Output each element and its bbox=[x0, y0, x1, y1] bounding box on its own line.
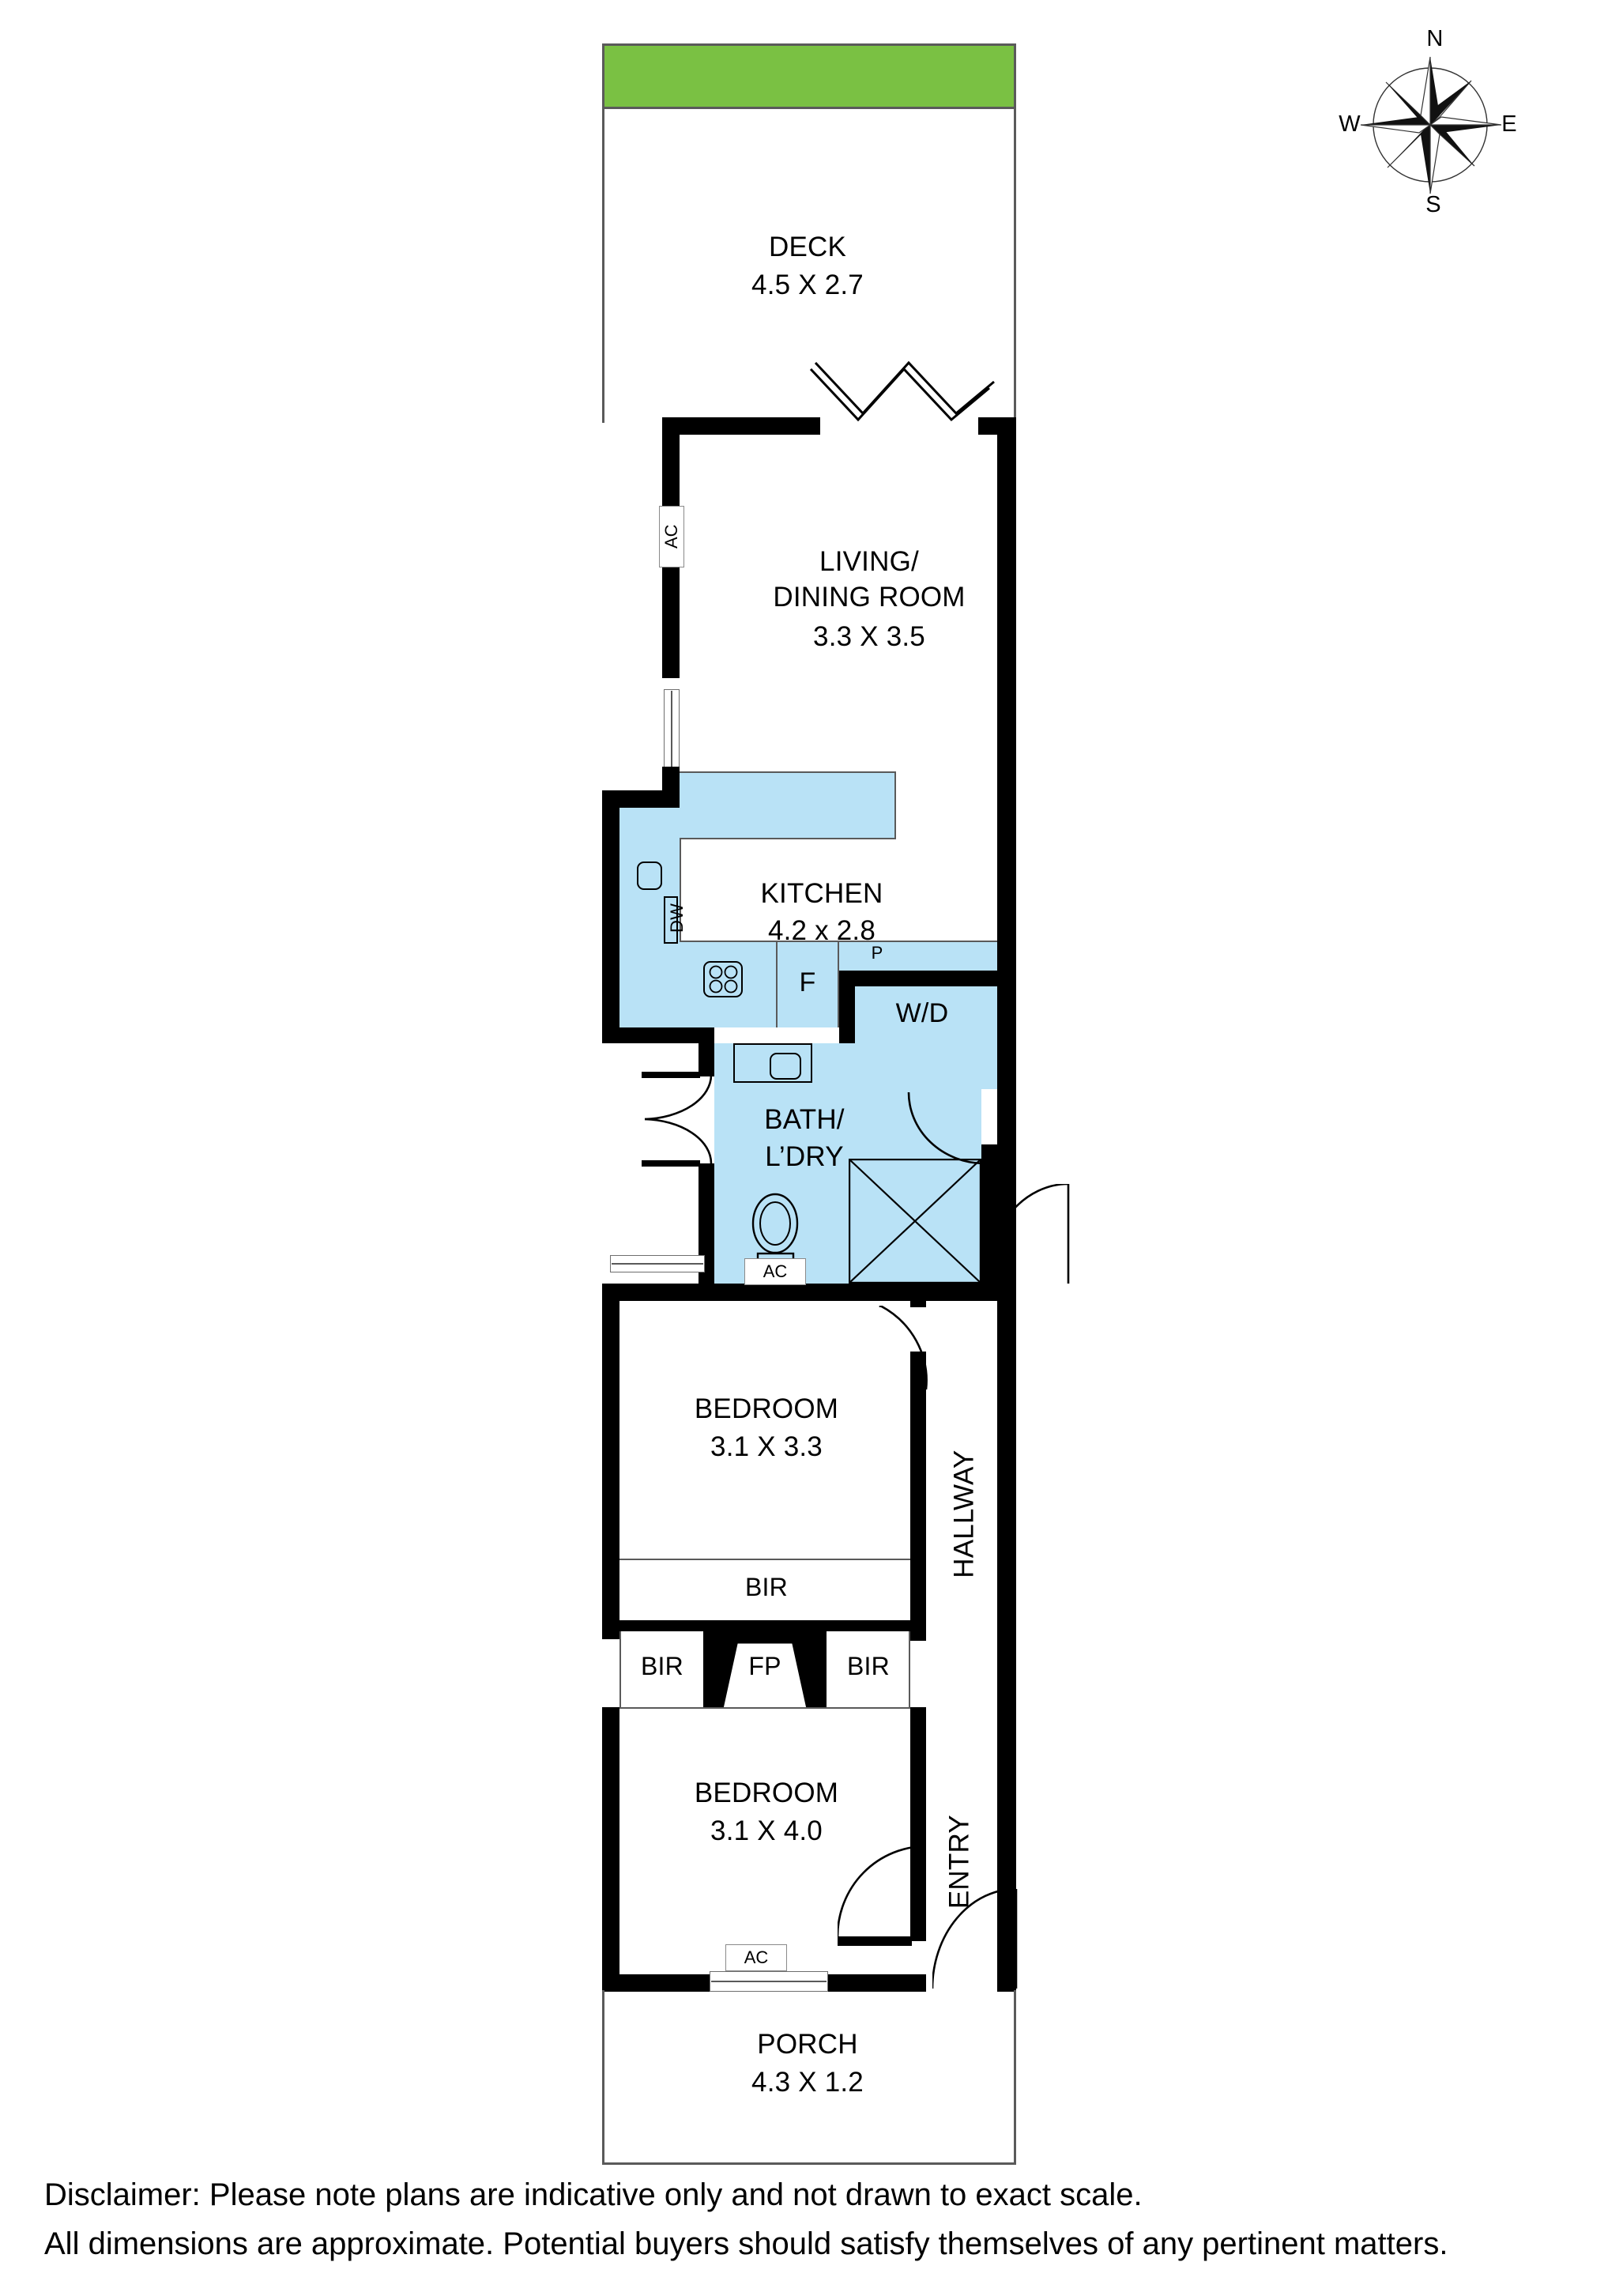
fridge-divider-right bbox=[838, 941, 839, 1027]
bir-1-divider bbox=[619, 1559, 910, 1560]
window-bedroom2-mullion bbox=[711, 1981, 827, 1982]
bedroom1-dims: 3.1 X 3.3 bbox=[710, 1431, 823, 1462]
ac-chip-bedroom2: AC bbox=[725, 1944, 787, 1971]
front-door-icon[interactable] bbox=[932, 1889, 1019, 1992]
cooktop-burners-icon bbox=[709, 965, 738, 993]
bedroom2-door-icon[interactable] bbox=[838, 1846, 929, 1940]
disclaimer-line-1: Disclaimer: Please note plans are indica… bbox=[44, 2177, 1143, 2212]
wall-kitchen-left bbox=[602, 790, 619, 1027]
exterior-wall-right bbox=[997, 417, 1016, 1990]
wall-bedroom2-left bbox=[602, 1707, 619, 1992]
compass-label-west: W bbox=[1339, 111, 1361, 137]
living-label-line2: DINING ROOM bbox=[773, 582, 966, 613]
shower-icon bbox=[849, 1159, 981, 1284]
porch-label: PORCH bbox=[757, 2029, 858, 2060]
exterior-wall-top-living bbox=[662, 417, 820, 435]
wall-bedroom2-hallway bbox=[910, 1707, 926, 1941]
living-label-line1: LIVING/ bbox=[819, 546, 919, 577]
living-dims: 3.3 X 3.5 bbox=[813, 621, 925, 652]
bir-strip-outline-right bbox=[909, 1631, 910, 1709]
dishwasher-outline bbox=[664, 896, 678, 944]
deck-outline-left bbox=[602, 43, 604, 423]
bedroom1-label: BEDROOM bbox=[694, 1393, 839, 1424]
bath-label-line1: BATH/ bbox=[764, 1104, 845, 1135]
wall-wd-top bbox=[839, 971, 997, 986]
kitchen-sink-icon bbox=[637, 861, 662, 890]
exterior-wall-top-right-stub bbox=[978, 417, 1016, 435]
compass-rose: N E S W bbox=[1335, 26, 1525, 221]
disclaimer-line-2: All dimensions are approximate. Potentia… bbox=[44, 2226, 1448, 2261]
hallway-door-icon[interactable] bbox=[986, 1184, 1073, 1287]
bedroom2-label: BEDROOM bbox=[694, 1778, 839, 1808]
wall-wd-left bbox=[839, 971, 855, 1046]
pantry-label: P bbox=[871, 943, 883, 963]
fireplace-label: FP bbox=[748, 1652, 781, 1680]
bath-door-left-icon[interactable] bbox=[642, 1075, 721, 1167]
bir-3-label: BIR bbox=[847, 1652, 890, 1680]
bifold-door-icon[interactable] bbox=[806, 360, 1004, 431]
porch-outline-bottom bbox=[602, 2162, 1016, 2165]
ac-chip-living: AC bbox=[659, 506, 684, 567]
fridge-divider-left bbox=[776, 941, 778, 1027]
bedroom1-door-icon[interactable] bbox=[836, 1306, 928, 1393]
wall-kitchen-connector bbox=[662, 767, 680, 808]
wd-label: W/D bbox=[895, 998, 949, 1028]
vanity-outline bbox=[733, 1043, 812, 1083]
deck-label: DECK bbox=[768, 232, 847, 262]
compass-label-south: S bbox=[1425, 192, 1441, 217]
wall-bath-top-left bbox=[602, 1027, 714, 1043]
wall-bedroom1-hallway-top-stub bbox=[910, 1284, 926, 1307]
deck-outline-right bbox=[1014, 43, 1016, 423]
bir-strip-outline-left bbox=[619, 1631, 621, 1709]
garden-strip bbox=[604, 46, 1014, 107]
kitchen-bench-upper bbox=[680, 773, 894, 839]
bir-1-label: BIR bbox=[745, 1573, 788, 1601]
dishwasher-label: DW bbox=[667, 903, 687, 933]
window-living-left-mullion bbox=[671, 691, 672, 771]
front-door-jamb bbox=[997, 1974, 1016, 1992]
compass-label-north: N bbox=[1426, 26, 1444, 51]
wall-bath-left-lower bbox=[699, 1163, 714, 1299]
kitchen-bench-outline-top bbox=[680, 771, 896, 773]
compass-icon bbox=[1360, 56, 1502, 194]
kitchen-bench-inner-horizontal bbox=[681, 838, 896, 839]
bath-door-right-icon[interactable] bbox=[907, 1092, 986, 1165]
kitchen-dims: 4.2 x 2.8 bbox=[767, 915, 876, 946]
garden-strip-bottom-edge bbox=[602, 107, 1016, 109]
wall-bedroom1-hallway bbox=[910, 1352, 926, 1641]
wall-bedroom1-left bbox=[602, 1284, 619, 1639]
ac-chip-bath: AC bbox=[744, 1258, 806, 1285]
bath-label-line2: L’DRY bbox=[765, 1141, 844, 1172]
porch-outline-right bbox=[1014, 1990, 1016, 2164]
fridge-label: F bbox=[799, 967, 816, 997]
deck-outline-top bbox=[602, 43, 1016, 46]
wall-bath-bottom bbox=[602, 1284, 1016, 1301]
bir-2-label: BIR bbox=[641, 1652, 683, 1680]
bir-strip-bottom bbox=[619, 1707, 910, 1709]
kitchen-label: KITCHEN bbox=[760, 878, 883, 909]
bedroom2-dims: 3.1 X 4.0 bbox=[710, 1815, 823, 1846]
bath-door-left-jamb-top bbox=[642, 1072, 700, 1078]
kitchen-bench-inner-vertical bbox=[680, 838, 681, 942]
hallway-label: HALLWAY bbox=[948, 1450, 980, 1578]
wall-bath-right-lower bbox=[981, 1144, 997, 1287]
bath-door-left-jamb-bottom bbox=[642, 1160, 700, 1167]
fireplace-icon bbox=[723, 1643, 807, 1709]
bedroom2-door-threshold bbox=[838, 1936, 912, 1946]
window-bedroom1-mullion bbox=[612, 1263, 703, 1265]
cooktop-icon bbox=[703, 961, 743, 997]
wall-kitchen-top-step bbox=[602, 790, 680, 808]
compass-label-east: E bbox=[1501, 111, 1517, 137]
porch-dims: 4.3 X 1.2 bbox=[751, 2067, 864, 2098]
kitchen-bench-outline-right bbox=[894, 771, 896, 839]
basin-icon bbox=[770, 1053, 801, 1080]
deck-dims: 4.5 X 2.7 bbox=[751, 270, 864, 300]
porch-outline-left bbox=[602, 1990, 604, 2164]
